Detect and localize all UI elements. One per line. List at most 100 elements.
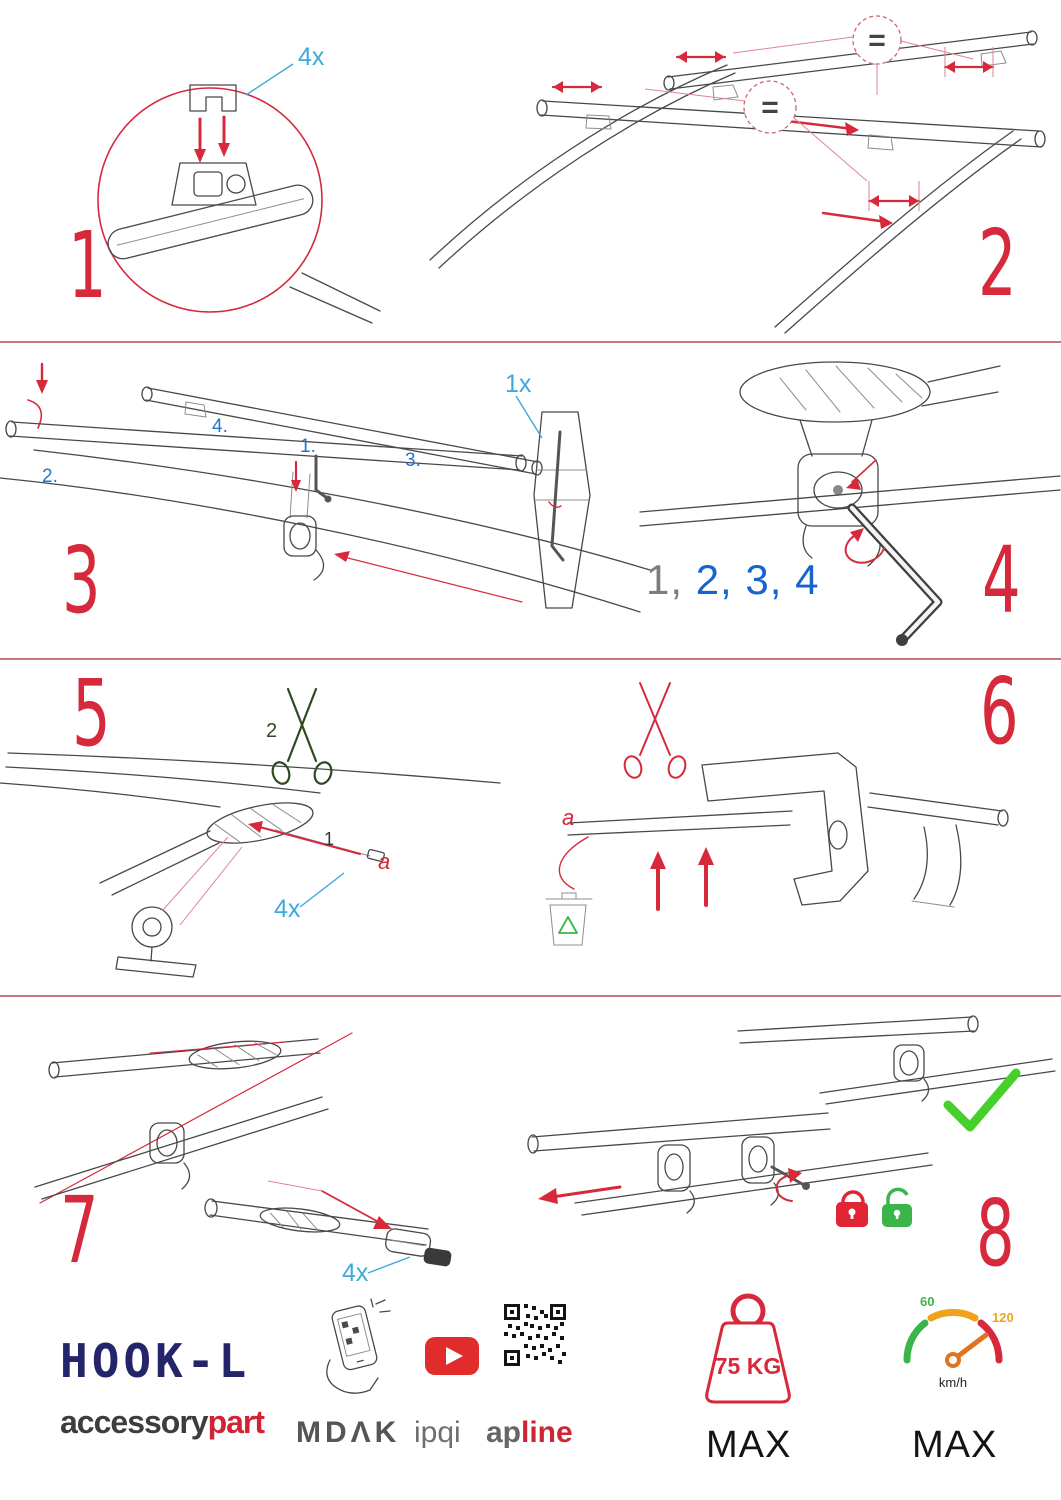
boot-pointer bbox=[334, 551, 523, 603]
brand-part: part bbox=[207, 1404, 265, 1440]
step4-sequence: 1, 2, 3, 4 bbox=[646, 556, 819, 604]
rubber-boot bbox=[533, 411, 591, 609]
guide-line bbox=[39, 1032, 353, 1204]
step5-diagram: 2 1 a 4x bbox=[0, 687, 501, 978]
recycle-icon bbox=[558, 916, 578, 934]
rotate-arrow bbox=[844, 528, 885, 564]
step3-qty-label: 1x bbox=[505, 370, 532, 398]
clamp bbox=[171, 162, 257, 206]
step6-diagram: a bbox=[545, 682, 1009, 946]
section-divider bbox=[0, 658, 1061, 660]
scissors-icon bbox=[623, 682, 687, 779]
step5-strap-label: a bbox=[378, 849, 390, 874]
step3-label-3: 3. bbox=[405, 450, 421, 471]
rubber-pad bbox=[189, 84, 237, 112]
section-divider bbox=[0, 995, 1061, 997]
speed-min-tick: 60 bbox=[920, 1294, 934, 1309]
crossbar bbox=[107, 184, 314, 260]
allen-key bbox=[847, 503, 943, 646]
insert-arrows bbox=[194, 115, 230, 163]
mounted-bar bbox=[737, 1015, 1056, 1105]
trash-icon bbox=[545, 892, 593, 946]
spacing-arrows bbox=[551, 47, 995, 211]
equal-sign: = bbox=[868, 24, 886, 57]
roof-edge bbox=[0, 752, 501, 808]
brand-accessory: accessory bbox=[60, 1404, 209, 1440]
roof-rail bbox=[34, 1096, 329, 1200]
allen-key bbox=[291, 454, 332, 503]
step7-qty-label: 4x bbox=[342, 1259, 369, 1287]
scissors-icon bbox=[271, 687, 333, 785]
step3-label-4: 4. bbox=[212, 416, 228, 437]
step2-diagram: = = bbox=[429, 15, 1046, 334]
bar-with-clamps bbox=[527, 1112, 933, 1216]
equal-badge bbox=[743, 80, 797, 134]
clamp bbox=[283, 471, 325, 581]
push-arrows bbox=[650, 847, 714, 911]
step6-strap-label: a bbox=[562, 805, 574, 830]
step-4-number: 4 bbox=[982, 527, 1021, 634]
padlock-locked-icon bbox=[836, 1190, 868, 1227]
bar-end bbox=[867, 792, 1009, 908]
step5-pull-label: 1 bbox=[324, 829, 334, 849]
step5-qty-label: 4x bbox=[274, 895, 301, 923]
step7-diagram: 4x bbox=[34, 1032, 452, 1287]
slide-arrows bbox=[785, 119, 893, 229]
bar-top-view bbox=[48, 1038, 321, 1079]
rear-crossbar bbox=[663, 30, 1038, 101]
step-1-number: 1 bbox=[68, 212, 107, 319]
bolt-pointer bbox=[846, 459, 877, 490]
youtube-icon bbox=[425, 1337, 479, 1375]
step3-label-1: 1. bbox=[300, 436, 316, 457]
equal-badge bbox=[852, 15, 902, 65]
qty-pointer bbox=[515, 395, 543, 439]
magnifier-circle bbox=[97, 87, 323, 313]
logo-mdak: MDΛK bbox=[296, 1416, 401, 1449]
insert-arrow bbox=[267, 1180, 392, 1229]
bar-body bbox=[99, 830, 220, 896]
step-5-number: 5 bbox=[72, 660, 111, 767]
hook-bracket bbox=[701, 752, 869, 906]
press-arrow bbox=[27, 362, 48, 429]
strap-rail bbox=[567, 810, 793, 836]
phone-qr-icon bbox=[326, 1298, 391, 1394]
weight-max-label: MAX bbox=[706, 1424, 792, 1466]
clamp bbox=[115, 906, 197, 978]
dimension-guides bbox=[644, 36, 974, 182]
qty-pointer bbox=[367, 1256, 411, 1274]
step1-qty-label: 4x bbox=[298, 43, 325, 71]
apline-gray: ap bbox=[486, 1416, 522, 1449]
section-divider bbox=[0, 341, 1061, 343]
logo-ipqi: ipqi bbox=[414, 1416, 461, 1449]
clamp bbox=[797, 453, 881, 567]
weight-limit-icon: 75 KG bbox=[705, 1293, 791, 1404]
step3-label-2: 2. bbox=[42, 466, 58, 487]
roof-rails bbox=[429, 64, 1022, 334]
equal-sign: = bbox=[761, 91, 779, 124]
step4-diagram bbox=[639, 361, 1061, 646]
bar-bottom-view bbox=[204, 1198, 429, 1246]
brand-logo: accessorypart bbox=[60, 1404, 265, 1441]
step5-cut-label: 2 bbox=[266, 720, 277, 742]
step1-diagram: 4x bbox=[97, 43, 381, 324]
guide-lines bbox=[161, 836, 243, 926]
pull-arrow bbox=[248, 821, 361, 855]
speedometer-icon: 60 120 km/h bbox=[903, 1294, 1014, 1390]
padlock-unlocked-icon bbox=[882, 1187, 912, 1227]
weight-value: 75 KG bbox=[715, 1353, 781, 1379]
step3-diagram: 2. 4. 1. 3. 1x bbox=[0, 362, 651, 613]
logo-apline: apline bbox=[486, 1416, 573, 1450]
roof-rail bbox=[639, 475, 1061, 527]
guide-line bbox=[149, 1041, 286, 1054]
sequence-todo: 2, 3, 4 bbox=[683, 556, 820, 603]
slide-arrow bbox=[538, 1185, 622, 1204]
qty-pointer bbox=[245, 63, 294, 96]
checkmark-icon bbox=[943, 1068, 1021, 1132]
step-7-number: 7 bbox=[60, 1177, 99, 1284]
step8-diagram bbox=[527, 1015, 1056, 1227]
bar-opening bbox=[206, 802, 314, 844]
sequence-done: 1, bbox=[646, 556, 684, 603]
apline-red: line bbox=[521, 1416, 573, 1449]
step-8-number: 8 bbox=[976, 1180, 1015, 1287]
